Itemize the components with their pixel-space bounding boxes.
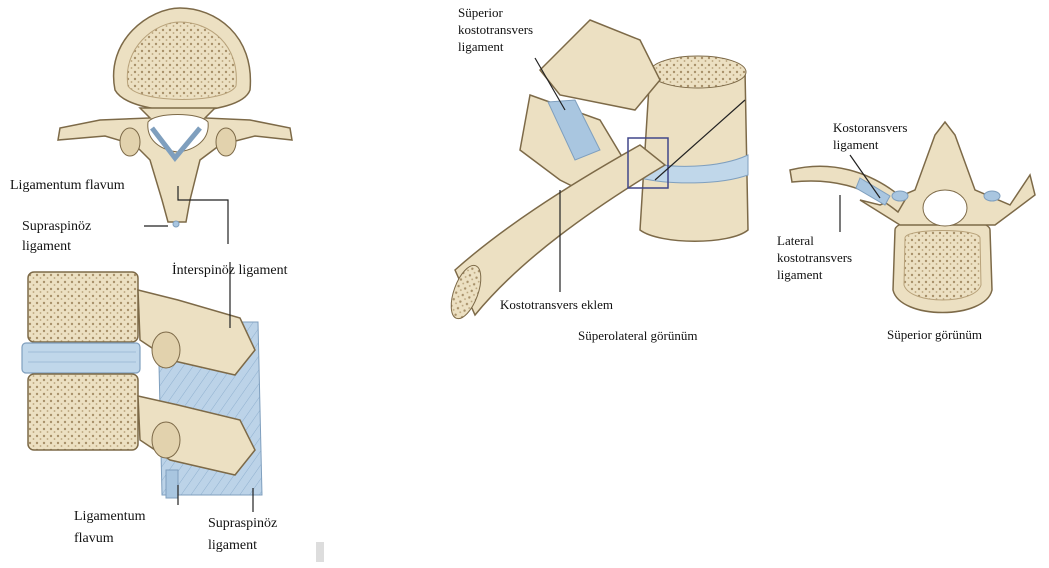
label-interspinoz-ligament: İnterspinöz ligament [172,262,287,279]
thoracic-vertebra-superolateral-view [445,20,748,322]
label-kostoransvers-line1: Kostoransvers [833,120,907,135]
label-supraspinoz-top-line2: ligament [22,238,71,255]
lumbar-vertebra-superior-view [58,8,292,227]
label-lateral-kostotransvers-line1: Lateral [777,233,814,248]
label-kostotransvers-eklem: Kostotransvers eklem [500,297,613,312]
label-ligamentum-flavum-top: Ligamentum flavum [10,177,125,194]
label-superior-kostotransvers-line2: kostotransvers [458,22,533,37]
label-supraspinoz-bottom-line1: Supraspinöz [208,515,277,532]
label-lateral-kostotransvers-line3: ligament [777,267,823,282]
label-supraspinoz-bottom-line2: ligament [208,537,257,554]
label-lateral-kostotransvers-line2: kostotransvers [777,250,852,265]
label-superior-kostotransvers-line1: Süperior [458,5,503,20]
label-superolateral-view: Süperolateral görünüm [578,328,698,343]
lumbar-vertebrae-lateral-view [22,272,324,562]
label-ligamentum-flavum-bottom-line2: flavum [74,530,114,547]
label-supraspinoz-top-line1: Supraspinöz [22,218,91,235]
label-superior-kostotransvers-line3: ligament [458,39,504,54]
label-superior-view: Süperior görünüm [887,327,982,342]
label-kostoransvers-line2: ligament [833,137,879,152]
label-ligamentum-flavum-bottom-line1: Ligamentum [74,508,146,525]
thoracic-vertebra-superior-view [790,122,1035,313]
